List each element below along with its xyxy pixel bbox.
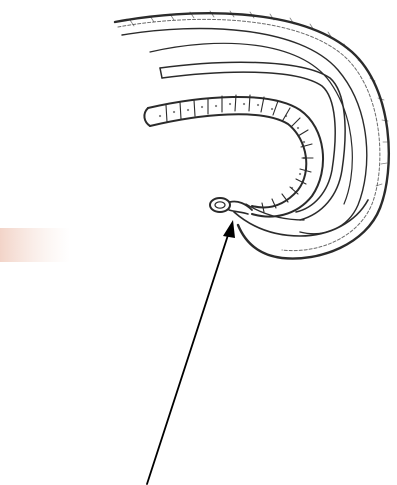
scan-tint	[0, 228, 70, 262]
segmented-tube	[144, 95, 323, 217]
slender-duct	[160, 62, 345, 220]
tip-knob	[210, 198, 252, 214]
inner-lining	[122, 28, 367, 233]
pointer-arrow	[147, 220, 235, 484]
arrowhead-icon	[223, 220, 235, 238]
